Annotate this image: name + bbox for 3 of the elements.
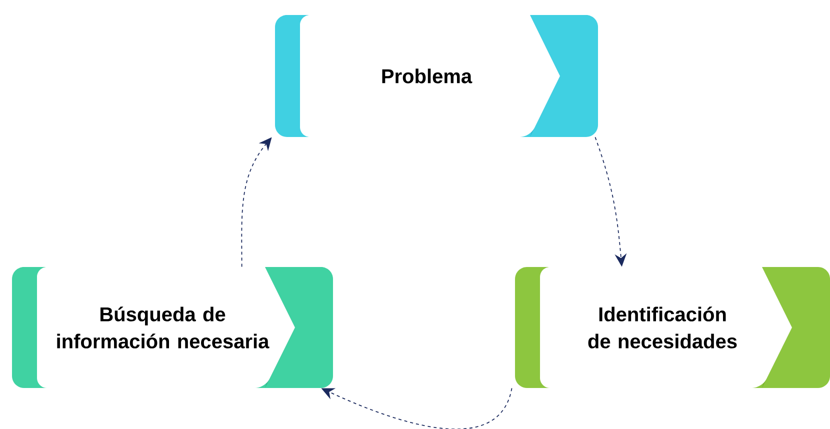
process-box: Identificación de necesidades bbox=[515, 267, 830, 388]
process-box: Problema bbox=[275, 15, 598, 137]
process-box: Búsqueda de información necesaria bbox=[12, 267, 333, 388]
